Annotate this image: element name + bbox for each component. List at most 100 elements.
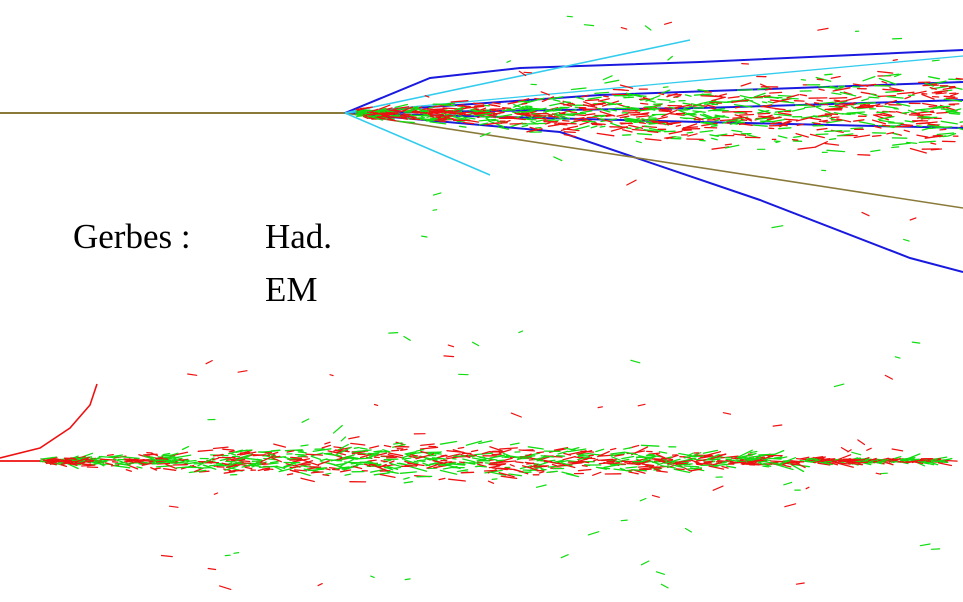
track xyxy=(242,463,251,464)
track xyxy=(912,342,920,343)
track xyxy=(793,140,798,141)
track xyxy=(318,584,322,586)
track xyxy=(622,461,630,462)
track xyxy=(491,105,500,107)
legend-title: Gerbes : xyxy=(73,219,191,254)
track xyxy=(323,475,329,476)
track xyxy=(809,459,817,460)
track xyxy=(694,108,704,109)
track xyxy=(733,118,742,119)
track xyxy=(640,499,646,501)
track xyxy=(538,460,543,461)
track xyxy=(519,331,523,333)
track xyxy=(584,25,593,26)
track xyxy=(937,112,949,113)
track xyxy=(114,466,130,468)
track xyxy=(308,469,324,470)
track xyxy=(740,96,751,99)
track xyxy=(775,458,780,459)
track xyxy=(555,115,562,116)
track xyxy=(834,384,843,387)
track xyxy=(935,91,948,92)
track xyxy=(245,467,252,469)
track xyxy=(523,107,528,108)
track xyxy=(779,128,791,129)
track xyxy=(586,100,599,101)
track xyxy=(163,454,170,455)
track xyxy=(878,72,893,74)
track xyxy=(306,454,323,455)
track xyxy=(920,122,937,124)
track xyxy=(445,462,451,463)
track xyxy=(785,504,796,507)
track xyxy=(554,100,560,101)
track xyxy=(880,120,895,122)
track xyxy=(781,101,794,103)
track xyxy=(676,469,684,470)
track xyxy=(563,457,575,460)
track xyxy=(636,451,645,453)
track xyxy=(700,131,713,133)
track xyxy=(507,109,515,110)
track xyxy=(657,471,668,472)
track xyxy=(818,28,828,30)
track xyxy=(595,92,609,93)
track xyxy=(739,124,744,125)
track xyxy=(867,448,872,450)
track xyxy=(421,444,434,445)
track xyxy=(768,102,773,103)
track xyxy=(857,107,873,108)
track xyxy=(711,102,728,103)
track xyxy=(638,404,645,406)
track xyxy=(458,470,468,472)
track xyxy=(921,462,926,463)
track xyxy=(516,462,523,463)
track xyxy=(711,126,717,127)
track xyxy=(125,460,129,461)
track xyxy=(368,460,376,461)
track xyxy=(846,97,861,101)
track xyxy=(322,445,330,448)
track xyxy=(511,413,521,417)
track xyxy=(514,470,524,472)
track xyxy=(122,457,139,459)
track xyxy=(94,461,108,462)
track xyxy=(862,99,869,101)
track xyxy=(893,143,911,145)
track xyxy=(715,120,719,121)
track xyxy=(910,115,924,116)
track xyxy=(320,459,327,461)
track xyxy=(931,149,941,150)
track xyxy=(819,89,824,90)
track xyxy=(832,93,841,94)
track xyxy=(108,455,114,456)
track xyxy=(416,450,423,452)
track xyxy=(507,61,511,63)
track xyxy=(444,356,454,357)
track xyxy=(656,572,664,575)
track xyxy=(700,140,705,141)
track xyxy=(817,79,823,80)
track xyxy=(858,155,870,156)
track xyxy=(354,467,362,469)
track xyxy=(622,457,634,459)
track xyxy=(561,115,574,116)
track xyxy=(458,106,470,107)
track xyxy=(882,125,889,126)
track xyxy=(354,448,359,449)
track xyxy=(534,116,547,117)
track xyxy=(274,444,286,447)
track xyxy=(182,447,188,450)
track xyxy=(638,134,652,135)
track xyxy=(641,103,648,104)
track xyxy=(593,472,601,475)
track xyxy=(591,126,597,128)
track xyxy=(293,471,299,472)
track xyxy=(940,129,946,130)
track xyxy=(626,467,637,468)
track xyxy=(489,481,494,483)
track xyxy=(931,143,936,144)
track xyxy=(404,337,410,341)
track xyxy=(64,461,73,462)
track xyxy=(381,114,387,115)
